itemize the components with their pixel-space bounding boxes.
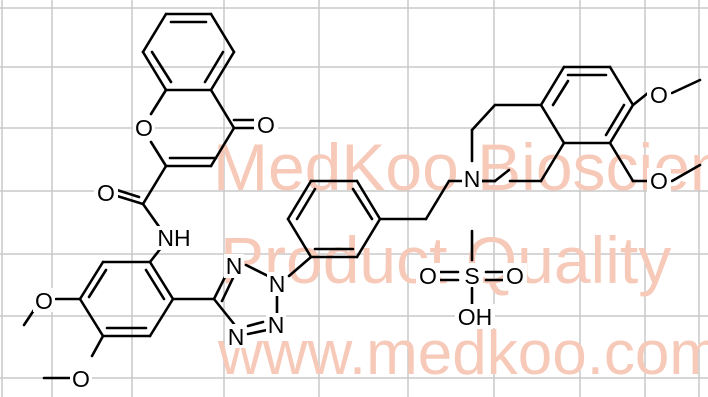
atom-o-ketone: O xyxy=(257,112,275,138)
atom-s-mesylate: S xyxy=(464,263,479,289)
atom-o-mesylate-2: O xyxy=(506,263,524,289)
watermark-line-3: www.medkoo.com xyxy=(217,319,708,388)
atom-n-isoquinoline: N xyxy=(464,166,481,192)
atom-nh-amide: NH xyxy=(157,225,190,251)
atom-o-amide: O xyxy=(97,180,115,206)
watermark-line-2: Product Quality xyxy=(220,223,671,297)
atom-n-tetrazole-3: N xyxy=(268,312,285,338)
bond-lines xyxy=(22,12,702,380)
atom-o-mesylate-1: O xyxy=(419,263,437,289)
atom-n-tetrazole-2: N xyxy=(269,271,286,297)
atom-labels: O O O NH N N N N O O N O O S O O OH xyxy=(33,82,671,392)
atom-oh-mesylate: OH xyxy=(458,304,493,330)
atom-n-tetrazole-4: N xyxy=(228,324,245,350)
atom-o-methoxy-left-1: O xyxy=(35,288,53,314)
watermark-line-1: MedKoo Bioscience xyxy=(213,130,708,204)
atom-n-tetrazole-1: N xyxy=(226,253,243,279)
atom-o-methoxy-right-2: O xyxy=(650,168,668,194)
atom-o-methoxy-left-2: O xyxy=(72,366,90,392)
atom-o-chromone-ring: O xyxy=(135,115,153,141)
atom-o-methoxy-right-1: O xyxy=(650,82,668,108)
